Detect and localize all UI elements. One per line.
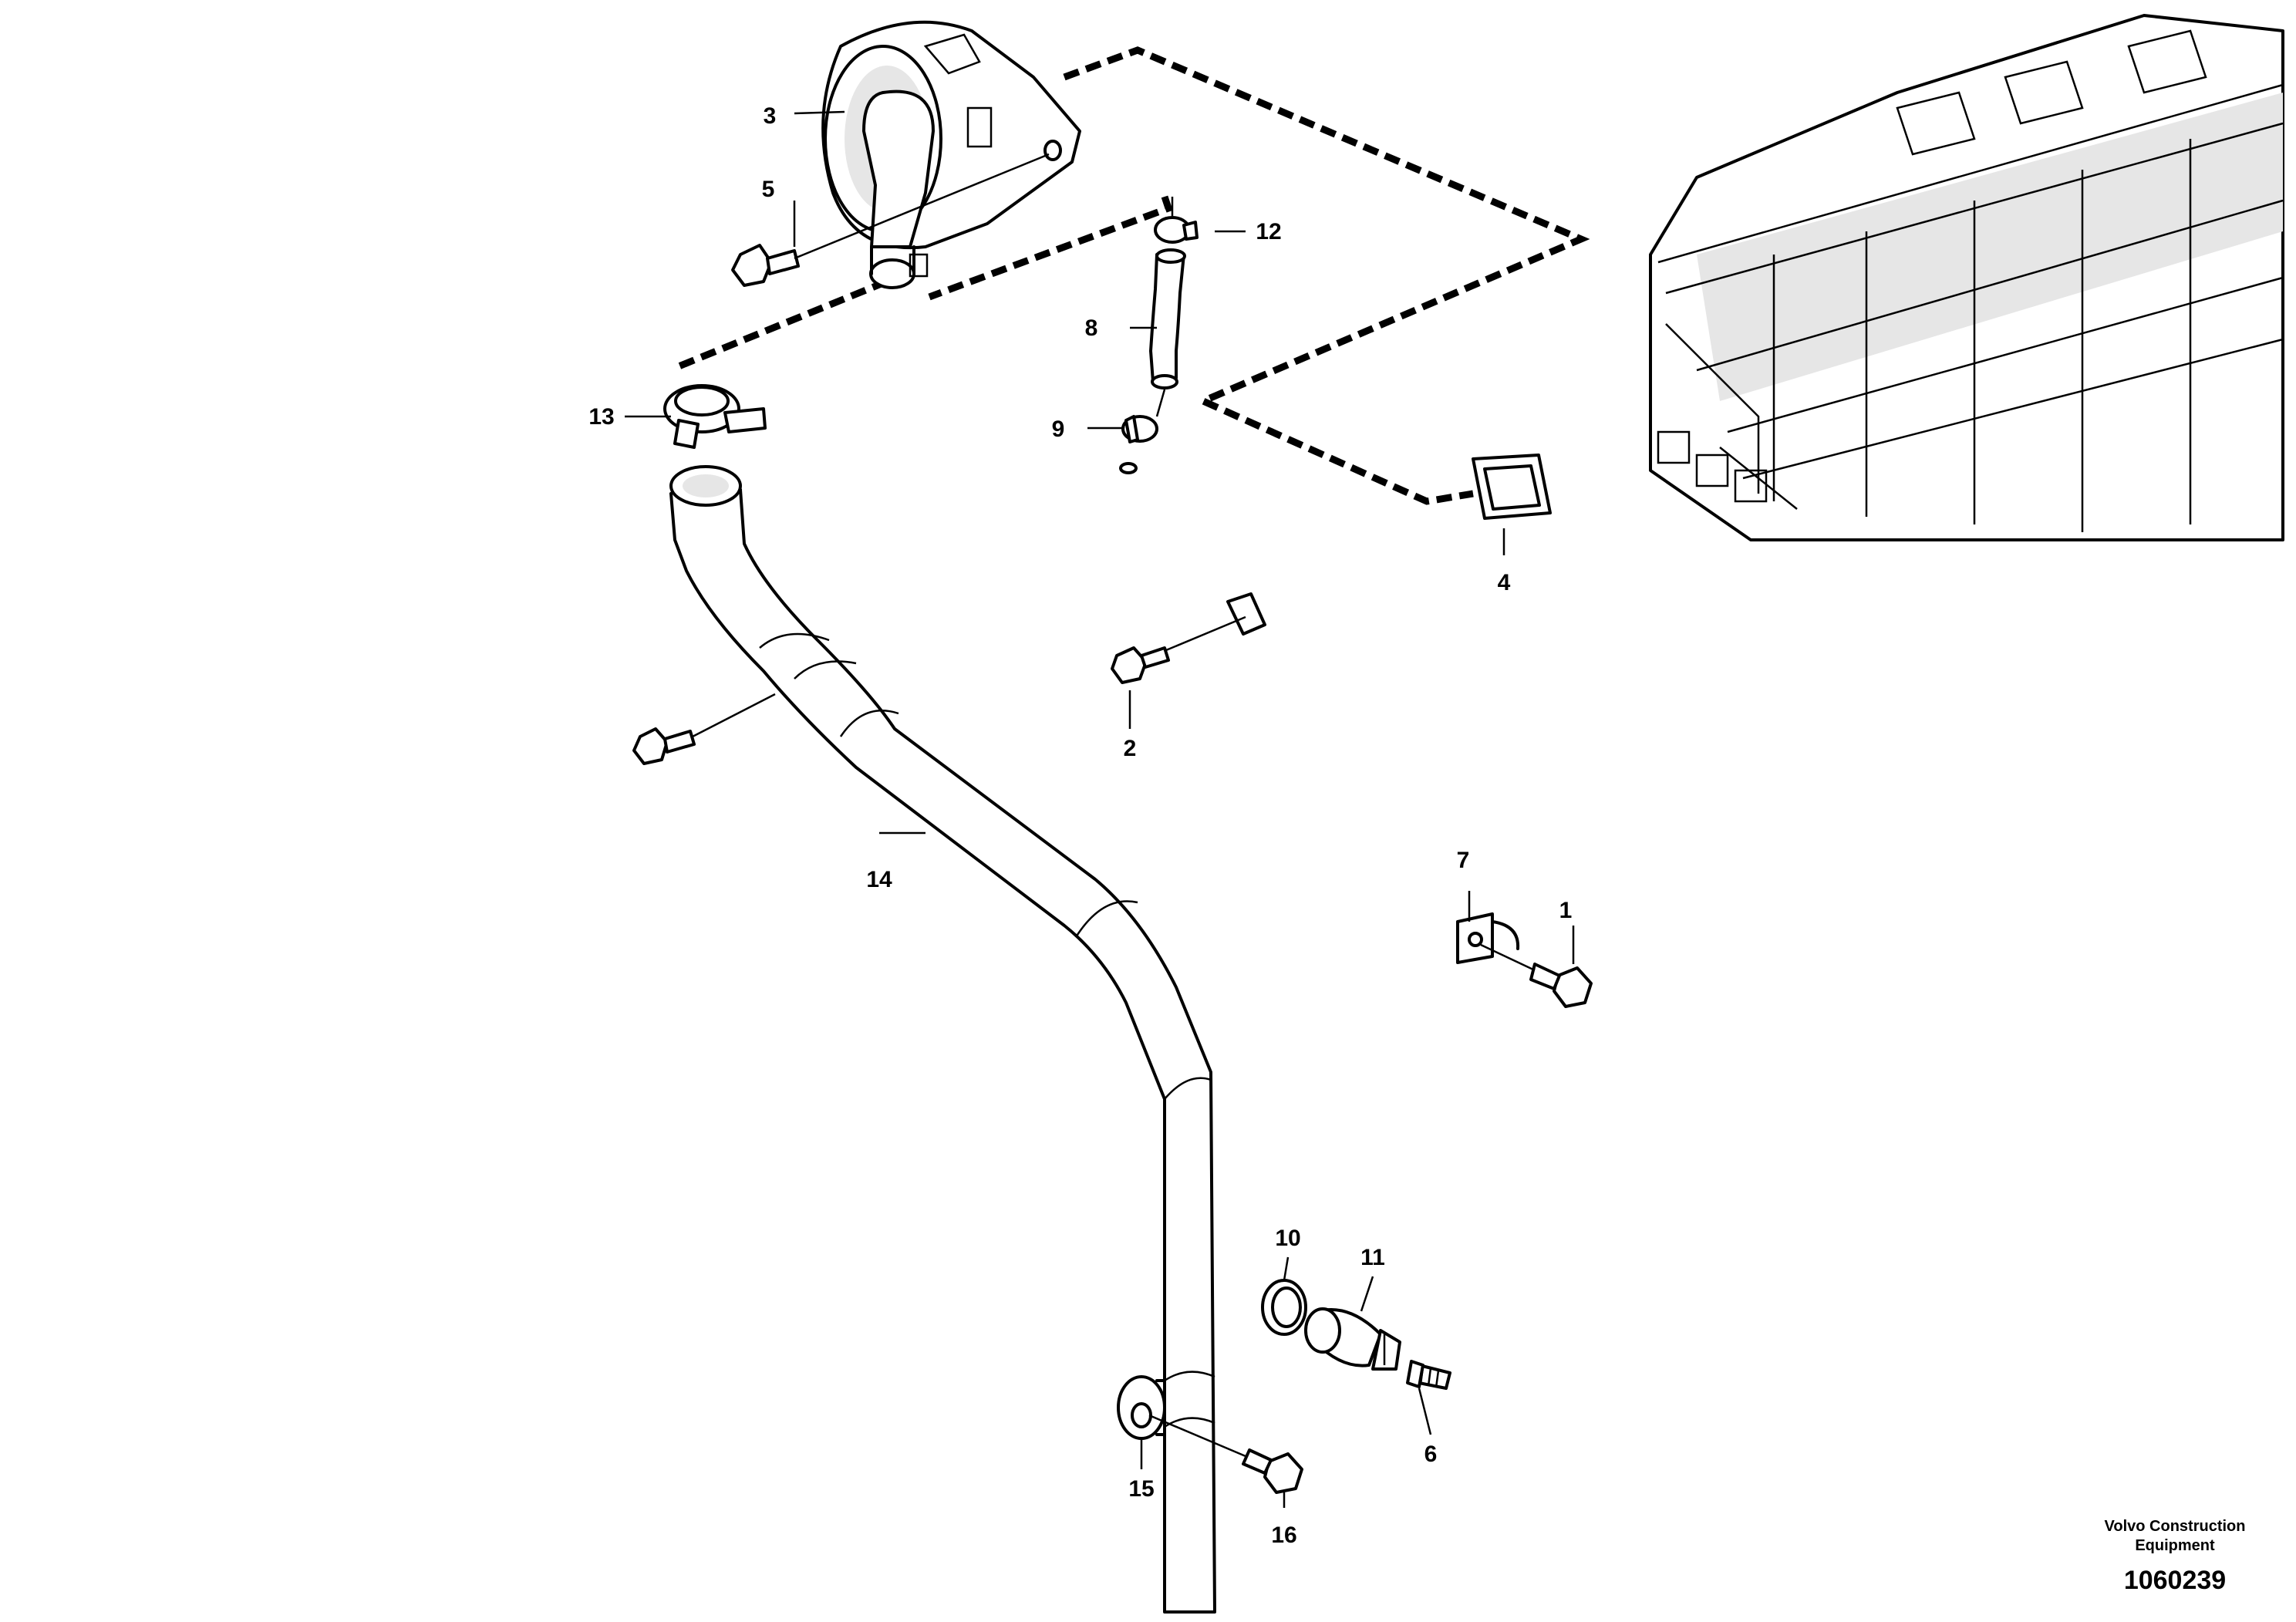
callout-labels: 1 2 3 4 5 6 7 8 9 10 11 12 13 14 15 16 bbox=[588, 103, 1572, 1548]
callout-4: 4 bbox=[1498, 570, 1511, 595]
brand-block: Volvo Construction Equipment 1060239 bbox=[2105, 1518, 2246, 1595]
sensor-tube bbox=[1117, 462, 1515, 1384]
callout-16: 16 bbox=[1271, 1523, 1296, 1548]
bolt-part-1 bbox=[1480, 943, 1593, 1008]
bolt-part-16 bbox=[1148, 1414, 1303, 1494]
clamp-part-9 bbox=[1121, 415, 1158, 443]
bolt-part-2 bbox=[1111, 646, 1170, 684]
callout-8: 8 bbox=[1085, 315, 1098, 341]
dashed-assembly-lines bbox=[677, 46, 1590, 505]
engine-block bbox=[1649, 14, 2284, 541]
clamp-part-12 bbox=[1154, 197, 1199, 244]
callout-1: 1 bbox=[1559, 898, 1573, 923]
brand-line-2: Equipment bbox=[2135, 1537, 2215, 1554]
callout-6: 6 bbox=[1424, 1442, 1438, 1467]
callout-2: 2 bbox=[1124, 736, 1137, 761]
bolt-part-5 bbox=[731, 153, 1050, 287]
sensor-part-11 bbox=[1304, 1307, 1401, 1371]
gasket-part-4 bbox=[1472, 454, 1552, 520]
oring-part-10 bbox=[1261, 1279, 1307, 1336]
brand-line-1: Volvo Construction bbox=[2105, 1518, 2246, 1535]
bracket-part-15 bbox=[1117, 1375, 1166, 1440]
leader-lines bbox=[625, 110, 1575, 1508]
clamp-part-13 bbox=[663, 384, 767, 449]
callout-12: 12 bbox=[1256, 219, 1281, 244]
callout-10: 10 bbox=[1275, 1226, 1300, 1251]
callout-3: 3 bbox=[764, 103, 777, 129]
callout-15: 15 bbox=[1128, 1476, 1154, 1502]
sensor-part-6 bbox=[1406, 1360, 1451, 1390]
callout-11: 11 bbox=[1360, 1245, 1385, 1270]
callout-7: 7 bbox=[1457, 848, 1470, 873]
bracket-part-7 bbox=[1456, 912, 1520, 964]
callout-14: 14 bbox=[866, 867, 892, 892]
callout-5: 5 bbox=[762, 177, 775, 202]
figure-number: 1060239 bbox=[2124, 1566, 2226, 1595]
hose-part-8 bbox=[1149, 248, 1186, 417]
callout-13: 13 bbox=[588, 404, 614, 430]
callout-9: 9 bbox=[1052, 416, 1065, 442]
tube-bracket-upper bbox=[1156, 592, 1266, 656]
bolt-pipe-bracket bbox=[632, 693, 776, 765]
pipe-part-14 bbox=[669, 465, 1216, 1614]
pump-part-3 bbox=[821, 20, 1081, 289]
